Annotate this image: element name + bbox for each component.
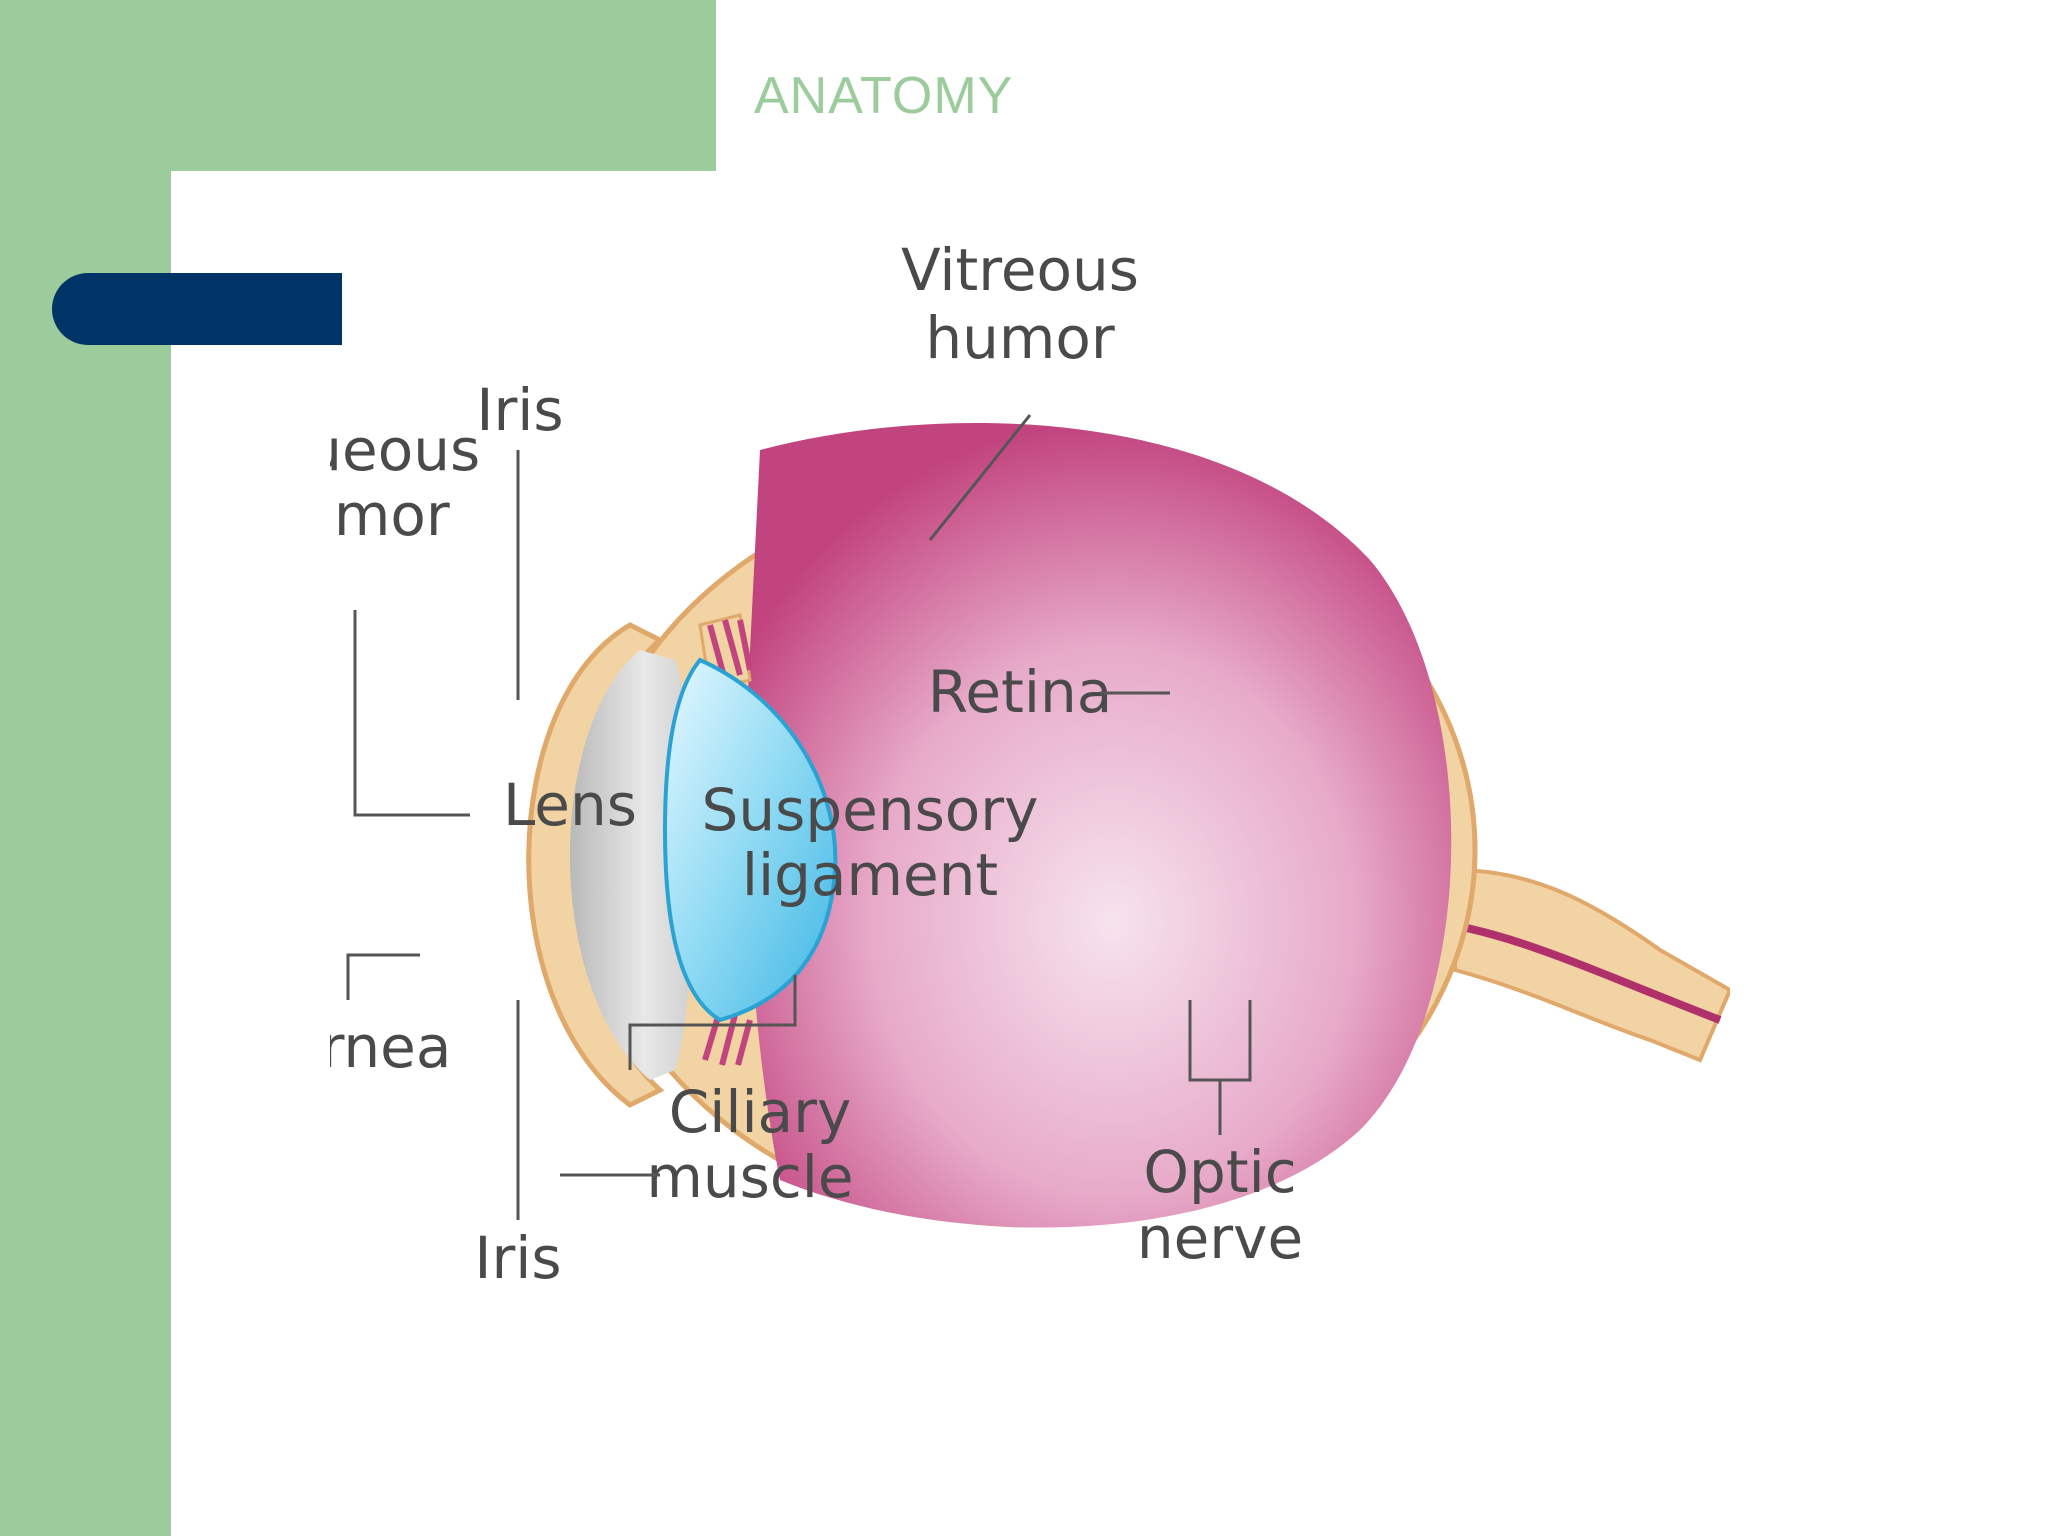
leader-vitreous — [928, 414, 1032, 541]
lens — [662, 657, 838, 1023]
leader-cornea — [346, 953, 420, 1000]
green-sidebar — [0, 0, 171, 1536]
label-optic-line2: nerve — [1137, 1204, 1303, 1272]
label-retina: Retina — [928, 658, 1113, 726]
slide-title: ANATOMY — [754, 67, 1014, 125]
leader-suspensory — [628, 975, 797, 1070]
leader-optic-right — [1220, 1000, 1252, 1082]
label-suspensory-line2: ligament — [742, 841, 998, 909]
label-lens: Lens — [503, 771, 637, 839]
leader-optic-left — [1188, 1000, 1222, 1135]
label-ciliary-line1: Ciliary — [669, 1078, 852, 1146]
label-aqueous-line2: humor — [330, 481, 450, 549]
leader-aqueous — [353, 610, 470, 817]
optic-nerve-sheath — [1453, 867, 1730, 1063]
label-cornea: Cornea — [330, 1013, 451, 1081]
label-iris-top: Iris — [476, 376, 563, 444]
eye-anatomy-diagram: Vitreous humor Iris Aqueous humor Retina… — [330, 230, 1730, 1360]
label-iris-bottom: Iris — [474, 1224, 561, 1292]
label-suspensory-line1: Suspensory — [702, 776, 1039, 844]
vitreous-body — [746, 422, 1452, 1228]
green-header-band — [0, 0, 716, 171]
label-vitreous-line2: humor — [925, 304, 1115, 372]
aqueous-chamber — [569, 650, 694, 1080]
label-vitreous-line1: Vitreous — [901, 236, 1139, 304]
label-ciliary-line2: muscle — [646, 1143, 853, 1211]
label-aqueous-line1: Aqueous — [330, 416, 480, 484]
navy-accent-bar — [52, 273, 342, 345]
label-optic-line1: Optic — [1143, 1138, 1296, 1206]
